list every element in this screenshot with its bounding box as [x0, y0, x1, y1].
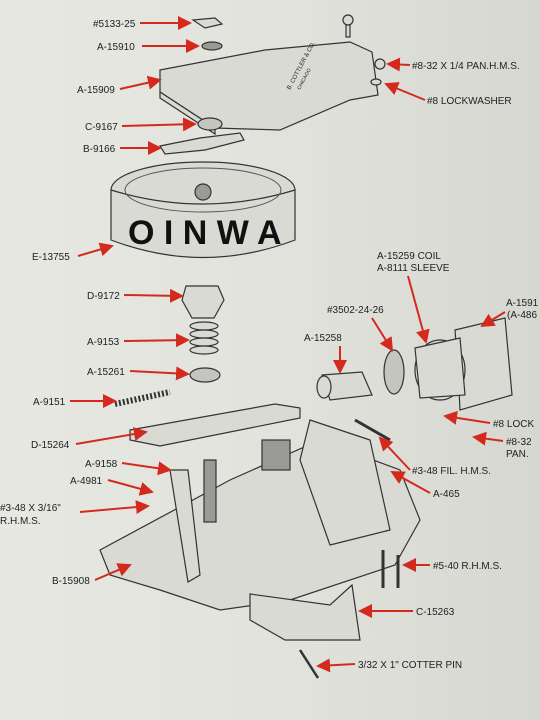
label-a9153: A-9153 [87, 337, 120, 348]
label-a15258: A-15258 [304, 333, 342, 344]
label-348-fil: #3-48 FIL. H.M.S. [412, 466, 491, 477]
drum-text: O I N W A [128, 214, 282, 252]
top-plate-part: B. COTTLER & CO. CHICAGO [159, 41, 379, 136]
label-c9167: C-9167 [85, 122, 118, 133]
label-a486: (A-486 [507, 310, 537, 321]
label-a15261: A-15261 [87, 367, 125, 378]
screw-part [342, 14, 354, 26]
label-a465: A-465 [433, 489, 460, 500]
label-e13755: E-13755 [32, 252, 70, 263]
slider-part [129, 403, 301, 447]
bracket-part [159, 132, 245, 155]
label-540: #5-40 R.H.M.S. [433, 561, 502, 572]
lower-bracket-part [249, 583, 361, 641]
lockwasher-part [370, 78, 382, 86]
screw-shank [345, 24, 351, 38]
post-part [203, 459, 217, 523]
long-spring-part [114, 389, 171, 407]
label-8-lock: #8 LOCK [493, 419, 534, 430]
label-832b: #8-32 [506, 437, 532, 448]
label-348-316: #3-48 X 3/16" [0, 503, 61, 514]
spring-part [189, 321, 219, 355]
label-a4981: A-4981 [70, 476, 103, 487]
screw-part-2 [374, 58, 386, 70]
label-8-lockwasher: #8 LOCKWASHER [427, 96, 512, 107]
label-a15909: A-15909 [77, 85, 115, 96]
side-frame-part [169, 469, 201, 583]
label-5133-25: #5133-25 [93, 19, 136, 30]
label-a9158: A-9158 [85, 459, 118, 470]
label-d15264: D-15264 [31, 440, 70, 451]
label-a1591: A-1591 [506, 298, 539, 309]
label-pan: PAN. [506, 449, 529, 460]
cotter-pin-part [298, 649, 320, 679]
label-3502: #3502-24-26 [327, 305, 384, 316]
drum-part: O I N W A [110, 161, 296, 259]
gear-part [181, 285, 225, 319]
spacer-part [197, 117, 223, 131]
label-cotter: 3/32 X 1" COTTER PIN [358, 660, 462, 671]
washer-part [201, 41, 223, 51]
sleeve-ring-part [383, 349, 405, 395]
label-b9166: B-9166 [83, 144, 116, 155]
coil-body [414, 337, 466, 399]
block-part [299, 419, 391, 546]
plunger-end [316, 375, 332, 399]
ring-part [189, 367, 221, 383]
clip-part [191, 17, 224, 29]
label-coil: A-15259 COIL [377, 251, 441, 262]
leader-arrows [70, 16, 506, 673]
label-348-316-b: R.H.M.S. [0, 516, 41, 527]
label-d9172: D-9172 [87, 291, 120, 302]
label-a15910: A-15910 [97, 42, 135, 53]
label-a9151: A-9151 [33, 397, 66, 408]
comb-part [261, 439, 291, 471]
label-c15263: C-15263 [416, 607, 455, 618]
label-sleeve: A-8111 SLEEVE [377, 263, 450, 274]
label-832-14: #8-32 X 1/4 PAN.H.M.S. [412, 61, 520, 72]
label-b15908: B-15908 [52, 576, 90, 587]
